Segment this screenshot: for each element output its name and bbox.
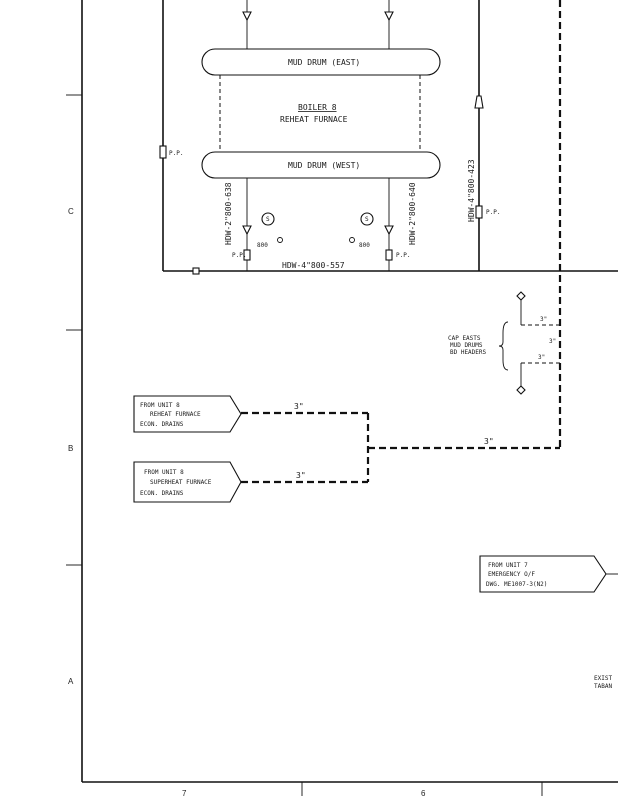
drain-point-left — [277, 237, 283, 243]
mud-drum-west-label: MUD DRUM (WEST) — [288, 161, 360, 170]
combined-size: 3" — [484, 437, 494, 446]
bd-cap-upper — [516, 291, 526, 301]
instrument-bubble-right — [360, 212, 374, 226]
reheat-line1: FROM UNIT 8 — [140, 402, 180, 409]
reheat-line3: ECON. DRAINS — [140, 421, 184, 428]
valve-right-tag: 800 — [359, 242, 370, 249]
pp-marker-drop-right — [385, 249, 393, 261]
pp-drop-left-label: P.P. — [232, 252, 246, 259]
source-tag-reheat — [133, 395, 242, 433]
pp-marker-left — [159, 145, 167, 159]
superheat-line1: FROM UNIT 8 — [144, 469, 184, 476]
headers-note-line1: CAP EASTS — [448, 335, 481, 342]
mud-drum-east — [201, 48, 441, 76]
emergency-line3: DWG. ME1007-3(N2) — [486, 581, 547, 588]
superheat-line2: SUPERHEAT FURNACE — [150, 479, 212, 486]
bd-size-c: 3" — [538, 354, 545, 361]
grid-row-a: A — [68, 677, 74, 686]
emergency-line1: FROM UNIT 7 — [488, 562, 528, 569]
grid-row-c: C — [68, 207, 74, 216]
pp-left-label: P.P. — [169, 150, 183, 157]
bottom-header-label: HDW-4"800-557 — [282, 261, 345, 270]
instrument-bubble-left — [261, 212, 275, 226]
valve-left-tag: 800 — [257, 242, 268, 249]
reheat-size: 3" — [294, 402, 304, 411]
pp-riser-label: P.P. — [486, 209, 500, 216]
source-tag-superheat — [133, 461, 242, 503]
bd-size-b: 3" — [549, 338, 556, 345]
bd-cap-lower — [516, 385, 526, 395]
corner-note-1: EXIST — [594, 675, 612, 682]
drop-left-label: HDW-2"800-638 — [224, 182, 233, 245]
emergency-line2: EMERGENCY O/F — [488, 571, 535, 578]
drop-right-label: HDW-2"800-640 — [408, 182, 417, 245]
boiler-subtitle: REHEAT FURNACE — [280, 115, 348, 124]
bubble-left-label: S — [266, 216, 270, 223]
source-tag-emergency — [479, 555, 607, 593]
riser-right-label: HDW-4"800-423 — [467, 159, 476, 222]
superheat-line3: ECON. DRAINS — [140, 490, 184, 497]
valve-upper-right — [384, 11, 394, 22]
mud-drum-east-label: MUD DRUM (EAST) — [288, 58, 360, 67]
grid-col-6: 6 — [421, 789, 426, 798]
superheat-size: 3" — [296, 471, 306, 480]
valve-upper-left — [242, 11, 252, 22]
headers-note-line3: BD HEADERS — [450, 349, 487, 356]
bubble-right-label: S — [365, 216, 369, 223]
grid-col-7: 7 — [182, 789, 187, 798]
headers-brace — [498, 321, 509, 371]
check-valve-riser — [474, 95, 484, 109]
pp-marker-riser — [475, 205, 483, 219]
header-cap — [192, 267, 200, 275]
drain-point-right — [349, 237, 355, 243]
bd-size-a: 3" — [540, 316, 547, 323]
pp-marker-drop-left — [243, 249, 251, 261]
boiler-title: BOILER 8 — [298, 103, 337, 112]
valve-lower-left — [242, 225, 252, 236]
corner-note-2: TABAN — [594, 683, 612, 690]
pp-drop-right-label: P.P. — [396, 252, 410, 259]
mud-drum-west — [201, 151, 441, 179]
reheat-line2: REHEAT FURNACE — [150, 411, 201, 418]
valve-lower-right — [384, 225, 394, 236]
headers-note-line2: MUD DRUMS — [450, 342, 483, 349]
grid-row-b: B — [68, 444, 73, 453]
